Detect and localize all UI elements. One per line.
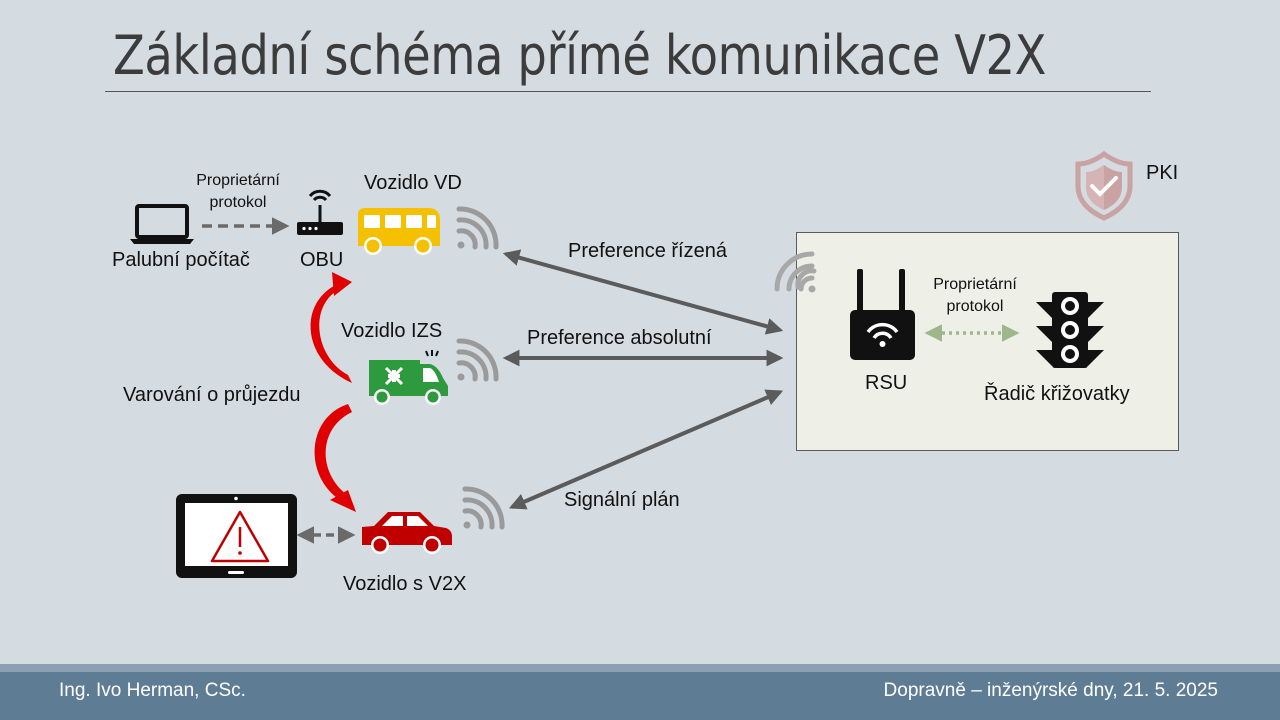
label-obu: OBU [300, 249, 344, 271]
label-signalni-plan: Signální plán [564, 489, 680, 511]
wifi-signal-arcs [774, 251, 815, 292]
label-vozidlo-izs: Vozidlo IZS [341, 320, 443, 342]
signalni-plan-arrow [508, 389, 784, 510]
label-radic-krizovatky: Řadič křižovatky [984, 383, 1130, 405]
traffic-light-icon [1036, 292, 1104, 368]
tablet-warning-icon [176, 494, 297, 578]
label-vozidlo-v2x: Vozidlo s V2X [343, 573, 467, 595]
rsu-router-icon [850, 269, 915, 360]
label-proprietarni-protokol-rsu: Proprietární protokol [933, 276, 1017, 315]
footer-stripe [0, 664, 1280, 672]
wifi-signal-icon [795, 268, 817, 293]
shield-check-icon [1075, 150, 1133, 221]
footer-bar: Ing. Ivo Herman, CSc. Dopravně – inženýr… [0, 672, 1280, 720]
bus-icon [358, 208, 440, 255]
footer-event: Dopravně – inženýrské dny, 21. 5. 2025 [883, 680, 1218, 701]
label-preference-absolutni: Preference absolutní [527, 327, 712, 349]
label-varovani: Varování o průjezdu [123, 384, 301, 406]
wifi-signal-icon [456, 338, 499, 382]
label-proprietarni-protokol-top: Proprietární protokol [196, 172, 280, 211]
title-divider [105, 91, 1151, 92]
label-rsu: RSU [865, 372, 908, 394]
footer-author: Ing. Ivo Herman, CSc. [59, 680, 246, 701]
wifi-signal-icon [462, 486, 505, 530]
label-palubni-pocitac: Palubní počítač [112, 249, 250, 271]
ambulance-icon [369, 350, 448, 405]
page-title: Základní schéma přímé komunikace V2X [113, 24, 1047, 87]
label-preference-rizena: Preference řízená [568, 240, 727, 262]
preference-rizena-arrow [502, 249, 784, 335]
wifi-signal-icon [456, 206, 499, 250]
warning-arrow-down [314, 404, 356, 512]
obu-router-icon [297, 189, 343, 235]
warning-arrow-up [310, 272, 352, 383]
label-pki: PKI [1146, 162, 1179, 184]
label-vozidlo-vd: Vozidlo VD [364, 172, 462, 194]
laptop-icon [130, 204, 194, 244]
car-icon [362, 512, 452, 554]
